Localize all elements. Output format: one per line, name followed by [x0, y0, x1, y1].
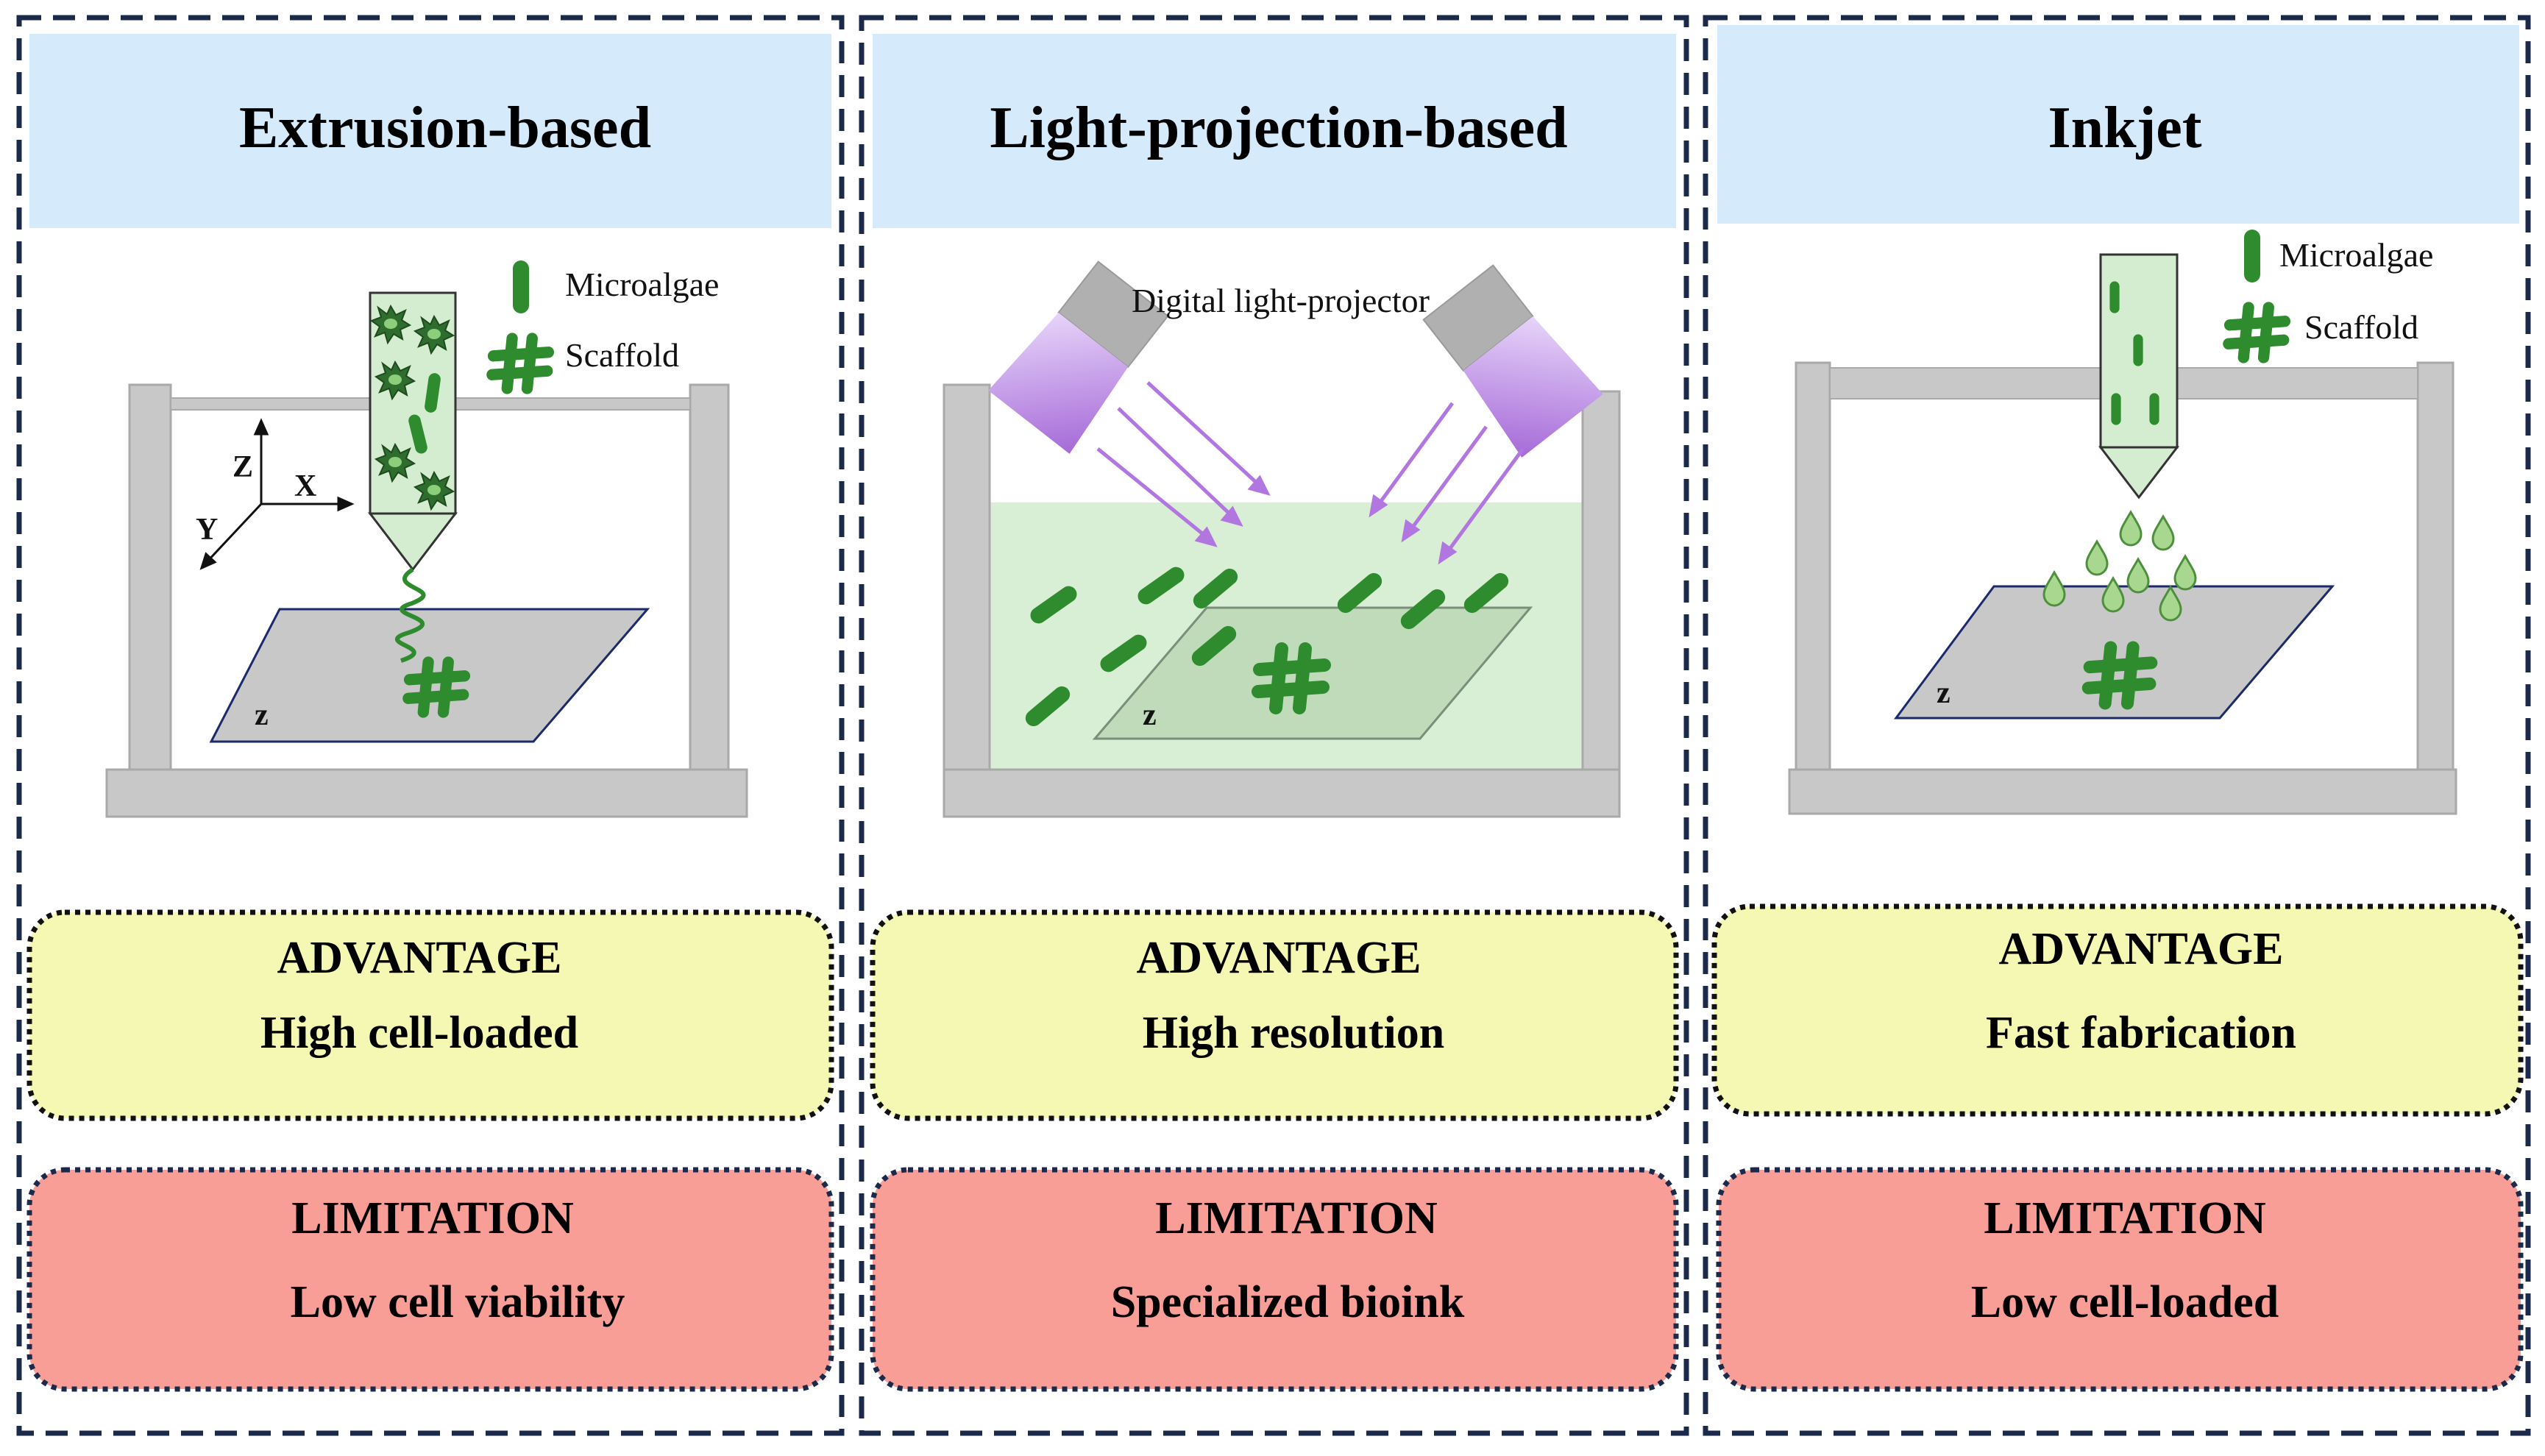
inkjet-illustration: z Microalgae Scaffold	[1788, 230, 2457, 815]
droplet	[2085, 540, 2109, 576]
legend-scaffold-icon	[2229, 308, 2285, 358]
printer-left-post	[128, 383, 172, 771]
printer-right-post	[689, 383, 730, 771]
advantage-heading: ADVANTAGE	[1999, 924, 2284, 974]
vat-right-wall	[1581, 390, 1621, 771]
legend-scaffold-label: Scaffold	[2304, 308, 2418, 346]
printer-left-post	[1795, 361, 1831, 771]
right-projector	[1422, 264, 1603, 458]
panel-border	[16, 15, 845, 1436]
advantage-text: High cell-loaded	[260, 1008, 578, 1058]
platform-z-label: z	[1143, 698, 1157, 732]
platform-z-label: z	[255, 698, 269, 732]
title-banner	[873, 34, 1676, 228]
advantage-box	[1711, 903, 2524, 1117]
droplet	[2101, 577, 2125, 613]
advantage-heading: ADVANTAGE	[277, 933, 562, 983]
light-rays	[1096, 381, 1525, 565]
advantage-box	[26, 909, 834, 1121]
panel-border	[1703, 15, 2531, 1436]
panel-title: Extrusion-based	[239, 96, 651, 160]
vat-left-wall	[943, 383, 991, 771]
title-banner	[29, 34, 831, 228]
limitation-text: Specialized bioink	[1111, 1277, 1465, 1327]
limitation-box	[870, 1167, 1679, 1392]
light-projection-illustration: z	[943, 260, 1621, 818]
extrusion-nozzle	[367, 512, 458, 572]
extrusion-illustration: z Z X Y	[105, 260, 748, 818]
droplet	[2151, 515, 2175, 551]
printhead-microalgae	[2109, 281, 2120, 313]
limitation-heading: LIMITATION	[1984, 1193, 2266, 1243]
panel-title: Inkjet	[2048, 96, 2202, 160]
droplet	[2042, 571, 2066, 607]
limitation-box	[26, 1167, 834, 1392]
limitation-heading: LIMITATION	[1155, 1193, 1438, 1243]
extruded-filament	[395, 567, 426, 663]
printer-base	[1788, 768, 2457, 815]
printhead-microalgae	[2111, 393, 2121, 425]
panel-border	[859, 15, 1689, 1436]
legend-microalgae-label: Microalgae	[565, 266, 719, 303]
limitation-box	[1716, 1167, 2524, 1392]
printhead-microalgae	[2149, 393, 2159, 425]
limitation-text: Low cell viability	[291, 1277, 625, 1327]
printer-base	[105, 768, 748, 818]
left-projector	[988, 260, 1169, 454]
printhead-microalgae	[2133, 334, 2143, 366]
advantage-box	[870, 909, 1679, 1121]
axis-z-label: Z	[233, 450, 253, 484]
xyz-axes	[199, 418, 355, 570]
legend-scaffold-label: Scaffold	[565, 336, 679, 374]
limitation-heading: LIMITATION	[291, 1193, 574, 1243]
vat-base	[943, 768, 1621, 818]
legend-scaffold-icon	[492, 338, 549, 388]
axis-y-label: Y	[196, 513, 218, 547]
platform-z-label: z	[1937, 676, 1951, 710]
inkjet-nozzle	[2098, 446, 2180, 500]
legend-microalgae-icon	[513, 260, 529, 313]
droplet	[2173, 555, 2197, 591]
panel-extrusion: Extrusion-based z Z X Y	[16, 15, 845, 1436]
advantage-text: Fast fabrication	[1986, 1008, 2296, 1058]
droplet	[2119, 511, 2143, 547]
droplet	[2126, 558, 2150, 594]
panel-title: Light-projection-based	[990, 96, 1567, 160]
limitation-text: Low cell-loaded	[1971, 1277, 2279, 1327]
printer-right-post	[2416, 361, 2455, 771]
title-banner	[1717, 25, 2519, 224]
advantage-heading: ADVANTAGE	[1137, 933, 1421, 983]
legend-microalgae-label: Microalgae	[2279, 236, 2433, 274]
advantage-text: High resolution	[1143, 1008, 1445, 1058]
panel-light-projection: Light-projection-based z	[859, 15, 1689, 1436]
legend-microalgae-icon	[2244, 230, 2260, 283]
axis-x-label: X	[294, 469, 316, 503]
panel-inkjet: Inkjet z	[1703, 15, 2531, 1436]
projector-label: Digital light-projector	[1132, 282, 1430, 319]
